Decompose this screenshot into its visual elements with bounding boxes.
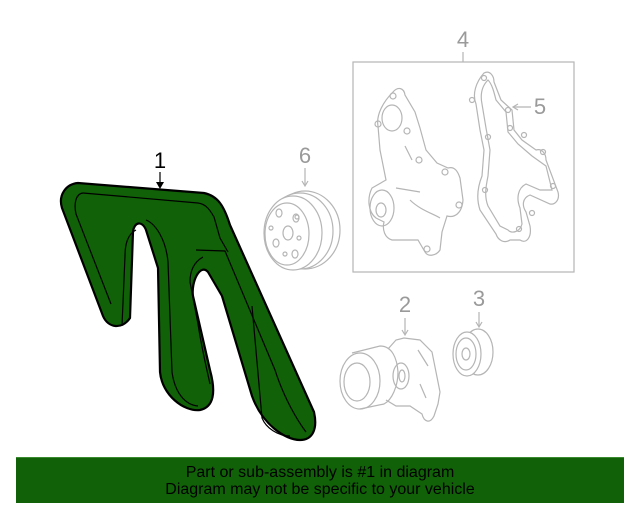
callout-5: 5 — [534, 94, 546, 119]
banner-line-1: Part or sub-assembly is #1 in diagram — [185, 463, 455, 481]
part-6-water-pump-pulley[interactable]: 6 — [263, 143, 341, 271]
part-4-water-pump-assembly[interactable]: 4 5 — [352, 27, 575, 273]
diagram-notice-banner: Part or sub-assembly is #1 in diagram Di… — [16, 457, 624, 503]
part-3-idler-pulley[interactable]: 3 — [452, 286, 494, 377]
callout-2: 2 — [399, 292, 411, 317]
callout-3: 3 — [473, 286, 485, 311]
part-2-belt-tensioner[interactable]: 2 — [339, 292, 441, 422]
part-1-drive-belt[interactable]: 1 — [59, 148, 317, 442]
callout-1: 1 — [154, 148, 166, 173]
callout-6: 6 — [299, 143, 311, 168]
callout-4: 4 — [457, 27, 469, 52]
banner-line-2: Diagram may not be specific to your vehi… — [165, 480, 475, 498]
